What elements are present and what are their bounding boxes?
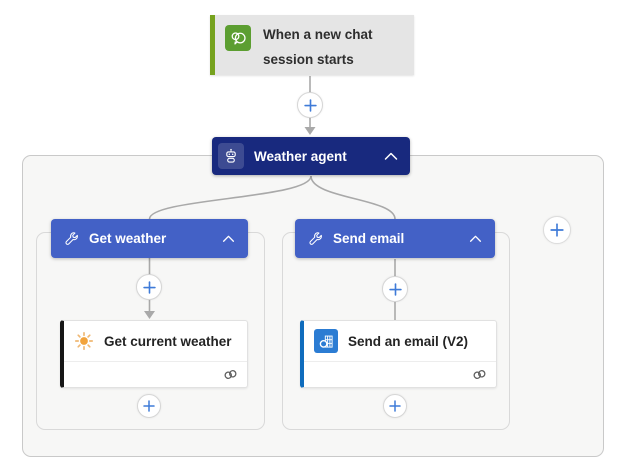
outlook-icon xyxy=(314,329,338,353)
chevron-up-icon xyxy=(469,235,482,242)
trigger-node-chat-session[interactable]: When a new chat session starts xyxy=(210,15,414,75)
trigger-accent-bar xyxy=(210,15,215,75)
plus-icon xyxy=(143,400,155,412)
add-action-button-get-weather[interactable] xyxy=(137,394,161,418)
action-card-get-current-weather[interactable]: Get current weather xyxy=(60,320,248,388)
wrench-icon xyxy=(309,232,322,245)
collapse-send-email-button[interactable] xyxy=(469,235,482,243)
add-action-button-send-email[interactable] xyxy=(383,394,407,418)
agent-label: Weather agent xyxy=(254,148,347,164)
collapse-get-weather-button[interactable] xyxy=(222,235,235,243)
action-card-send-an-email-v2[interactable]: Send an email (V2) xyxy=(300,320,497,388)
chevron-up-icon xyxy=(384,152,398,160)
chat-icon xyxy=(225,25,251,51)
collapse-agent-button[interactable] xyxy=(384,152,398,161)
tool-header-get-weather[interactable]: Get weather xyxy=(51,219,248,258)
plus-icon xyxy=(388,282,402,296)
trigger-title: When a new chat session starts xyxy=(263,27,373,67)
plus-icon xyxy=(550,223,564,237)
connection-icon xyxy=(473,369,486,379)
action-label: Get current weather xyxy=(104,333,232,349)
tool-header-label: Send email xyxy=(333,231,405,246)
plus-icon xyxy=(389,400,401,412)
sun-icon xyxy=(74,331,94,351)
insert-step-button-get-weather[interactable] xyxy=(136,274,162,300)
chevron-up-icon xyxy=(222,235,235,242)
bot-icon xyxy=(218,143,244,169)
add-tool-button[interactable] xyxy=(543,216,571,244)
action-label: Send an email (V2) xyxy=(348,333,469,349)
tool-header-label: Get weather xyxy=(89,231,167,246)
plus-icon xyxy=(142,280,156,294)
wrench-icon xyxy=(65,232,78,245)
insert-step-button-send-email[interactable] xyxy=(382,276,408,302)
plus-icon xyxy=(303,98,317,112)
agent-node-weather-agent[interactable]: Weather agent xyxy=(212,137,410,175)
tool-header-send-email[interactable]: Send email xyxy=(295,219,495,258)
insert-step-button-top[interactable] xyxy=(297,92,323,118)
connection-icon xyxy=(224,369,237,379)
